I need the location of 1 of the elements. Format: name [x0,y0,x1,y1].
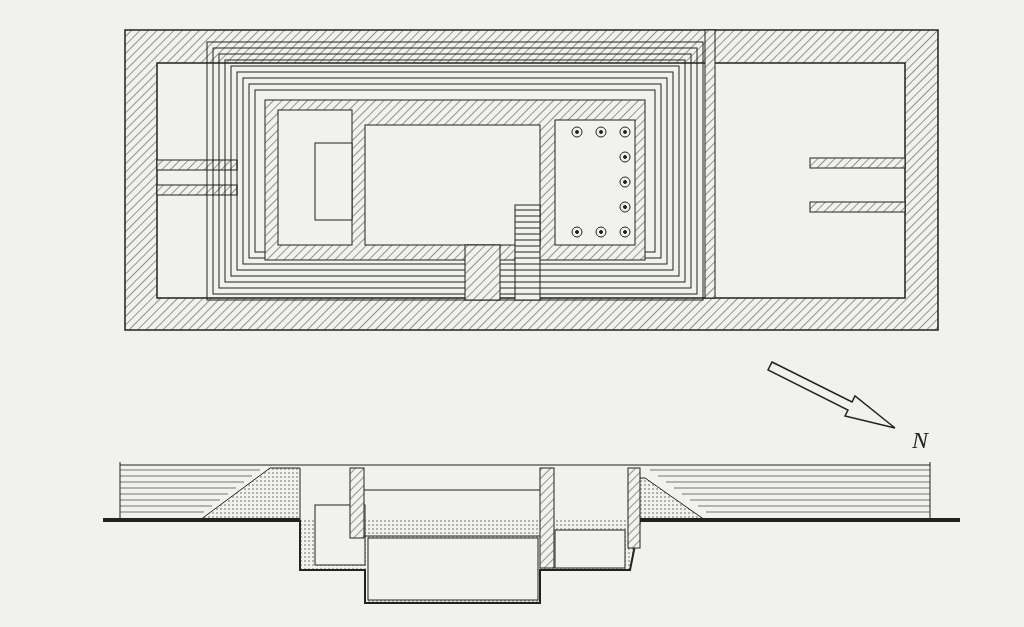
north-label: N [912,428,928,452]
